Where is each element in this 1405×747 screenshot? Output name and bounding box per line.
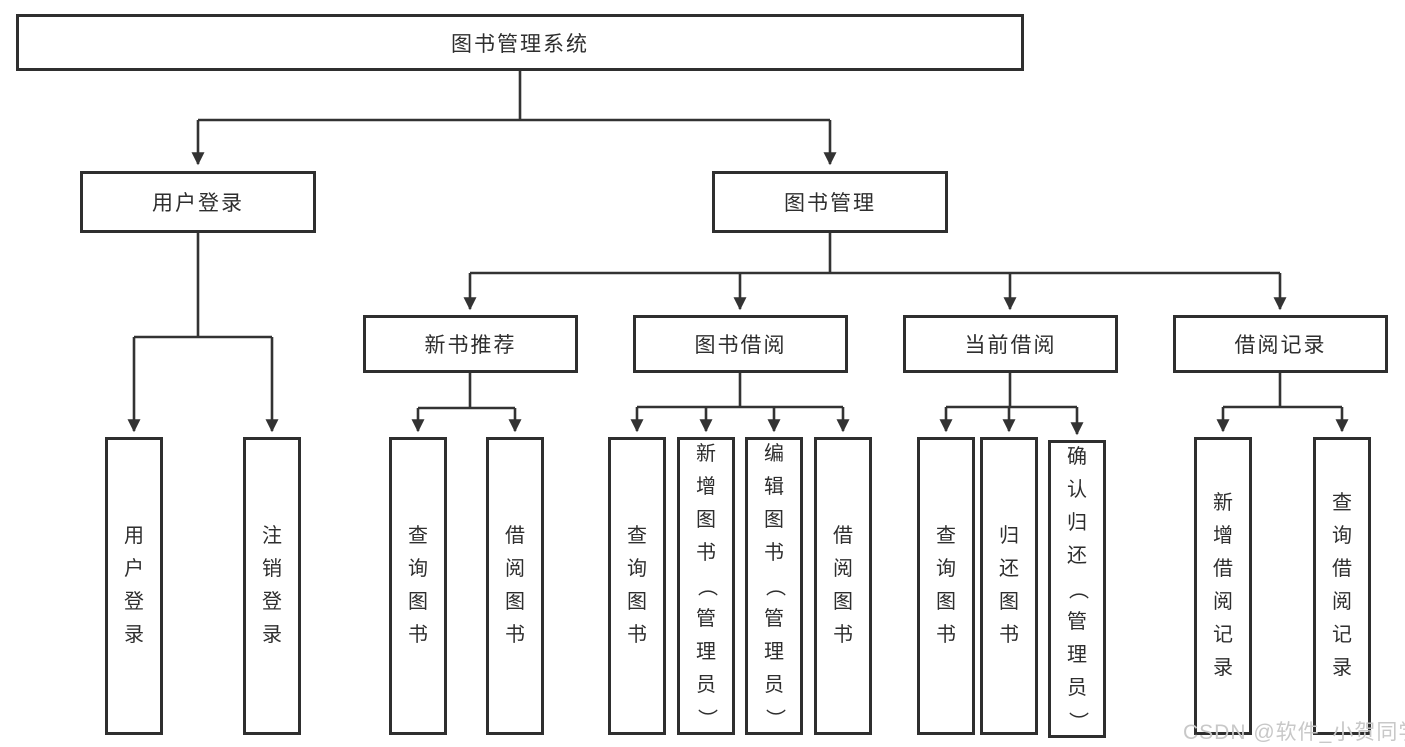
node-book-borrow: 图书借阅 [633,315,848,373]
vertical-char: 用 [124,525,144,547]
vertical-char: 登 [124,591,144,613]
vertical-char: 还 [999,558,1019,580]
vertical-char: 归 [1067,511,1087,534]
vertical-char: 阅 [1213,591,1233,613]
vertical-char: 还 [1067,544,1087,567]
vertical-char: 新 [696,442,716,465]
vertical-char: 图 [833,591,853,613]
vertical-char: ） [1066,711,1089,731]
vertical-char: 书 [764,541,784,564]
vertical-char: 员 [696,673,716,696]
node-book-management: 图书管理 [712,171,948,233]
vertical-char: 书 [999,624,1019,646]
vertical-char: 询 [627,558,647,580]
vertical-char: 图 [936,591,956,613]
vertical-char: 登 [262,591,282,613]
vertical-char: 询 [1332,525,1352,547]
node-query-books-recommend: 查询图书 [389,437,447,735]
vertical-char: 管 [1067,610,1087,633]
vertical-char: 图 [999,591,1019,613]
vertical-char: （ [763,576,786,596]
node-user-login: 用户登录 [105,437,163,735]
vertical-char: 借 [833,525,853,547]
vertical-char: 员 [1067,676,1087,699]
node-borrow-books-recommend: 借阅图书 [486,437,544,735]
vertical-char: 阅 [1332,591,1352,613]
vertical-char: 书 [833,624,853,646]
vertical-char: 新 [1213,492,1233,514]
vertical-char: 书 [696,541,716,564]
node-confirm-return-admin: 确认归还 （ 管理员 ） [1048,440,1106,738]
node-query-books-current: 查询图书 [917,437,975,735]
vertical-char: 销 [262,558,282,580]
csdn-watermark: CSDN @软件_小贺同学 [1183,721,1405,744]
node-edit-books-admin: 编辑图书 （ 管理员 ） [745,437,803,735]
vertical-char: 员 [764,673,784,696]
vertical-char: 阅 [505,558,525,580]
vertical-char: 录 [124,624,144,646]
node-add-borrow-record: 新增借阅记录 [1194,437,1252,735]
vertical-char: 理 [1067,643,1087,666]
vertical-char: 询 [408,558,428,580]
node-query-books-borrow: 查询图书 [608,437,666,735]
vertical-char: 图 [627,591,647,613]
vertical-char: 辑 [764,475,784,498]
vertical-char: 记 [1213,624,1233,646]
node-add-books-admin: 新增图书 （ 管理员 ） [677,437,735,735]
vertical-char: 录 [1213,657,1233,679]
vertical-char: 录 [262,624,282,646]
vertical-char: 查 [408,525,428,547]
node-borrow-books: 借阅图书 [814,437,872,735]
vertical-char: 书 [627,624,647,646]
vertical-char: ） [763,708,786,728]
vertical-char: 图 [764,508,784,531]
vertical-char: 户 [124,558,144,580]
vertical-char: 书 [408,624,428,646]
vertical-char: 借 [505,525,525,547]
vertical-char: 阅 [833,558,853,580]
node-return-books: 归还图书 [980,437,1038,735]
vertical-char: 查 [1332,492,1352,514]
node-library-system: 图书管理系统 [16,14,1024,71]
vertical-char: 书 [936,624,956,646]
node-query-borrow-record: 查询借阅记录 [1313,437,1371,735]
node-borrow-records: 借阅记录 [1173,315,1388,373]
vertical-char: 增 [696,475,716,498]
node-logout: 注销登录 [243,437,301,735]
vertical-char: 查 [936,525,956,547]
vertical-char: 归 [999,525,1019,547]
vertical-char: 图 [696,508,716,531]
vertical-char: 图 [505,591,525,613]
vertical-char: 编 [764,442,784,465]
vertical-char: 借 [1213,558,1233,580]
node-user-login-group: 用户登录 [80,171,316,233]
vertical-char: 查 [627,525,647,547]
node-new-book-recommend: 新书推荐 [363,315,578,373]
vertical-char: （ [1066,579,1089,599]
vertical-char: 管 [764,607,784,630]
vertical-char: 录 [1332,657,1352,679]
vertical-char: 询 [936,558,956,580]
vertical-char: 注 [262,525,282,547]
vertical-char: 记 [1332,624,1352,646]
vertical-char: 图 [408,591,428,613]
vertical-char: 管 [696,607,716,630]
vertical-char: （ [695,576,718,596]
vertical-char: 理 [764,640,784,663]
vertical-char: ） [695,708,718,728]
node-current-borrow: 当前借阅 [903,315,1118,373]
vertical-char: 书 [505,624,525,646]
vertical-char: 认 [1067,478,1087,501]
vertical-char: 增 [1213,525,1233,547]
vertical-char: 理 [696,640,716,663]
vertical-char: 确 [1067,445,1087,468]
vertical-char: 借 [1332,558,1352,580]
